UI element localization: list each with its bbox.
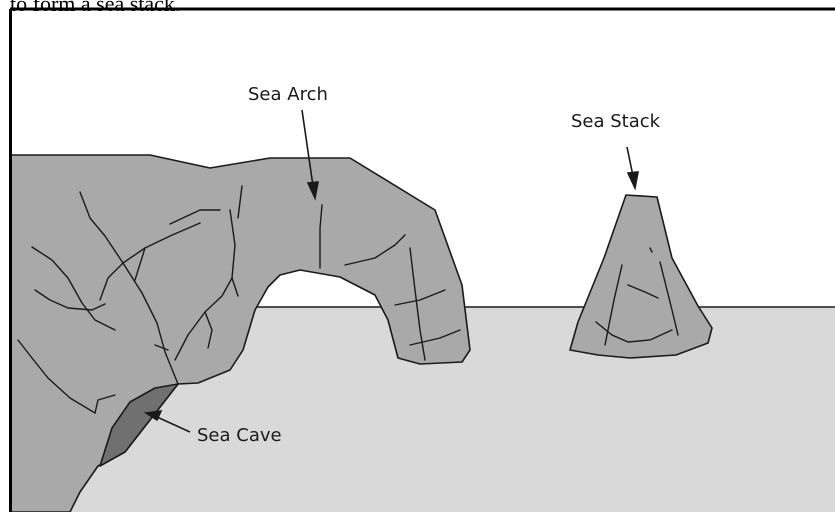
sea-stack-arrow [627, 147, 633, 176]
sea-stack-label: Sea Stack [571, 111, 661, 132]
sea-cave-label: Sea Cave [197, 425, 282, 446]
sea-arch-label: Sea Arch [248, 84, 328, 105]
sea-stack-rock [570, 195, 712, 358]
sea-stack-arrowhead [628, 172, 638, 188]
